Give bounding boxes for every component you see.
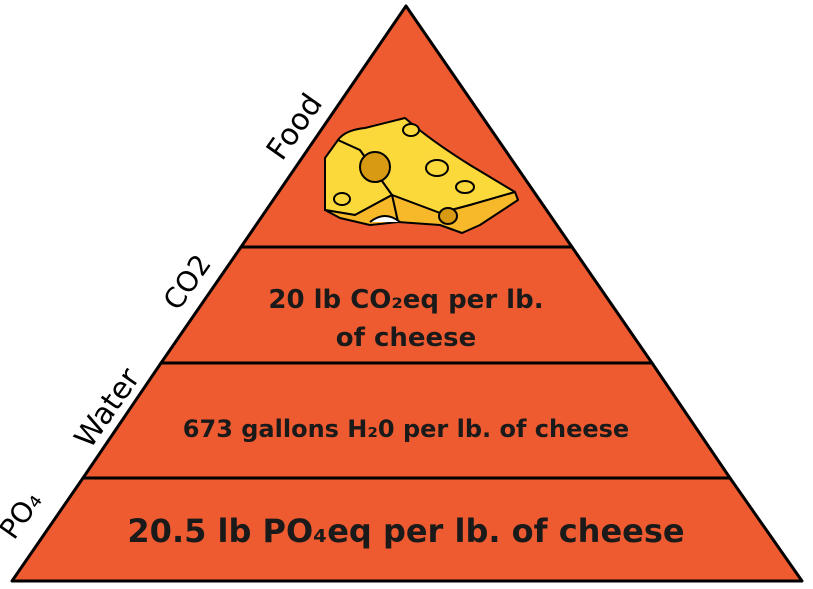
co2-tier-text-line2: of cheese: [336, 323, 477, 353]
water-tier-text: 673 gallons H₂0 per lb. of cheese: [183, 415, 629, 443]
cheese-icon: [324, 117, 519, 234]
co2-tier-text-line1: 20 lb CO₂eq per lb.: [268, 285, 543, 315]
pyramid-tier-po4: [10, 476, 804, 583]
po4-tier-text: 20.5 lb PO₄eq per lb. of cheese: [127, 512, 684, 550]
